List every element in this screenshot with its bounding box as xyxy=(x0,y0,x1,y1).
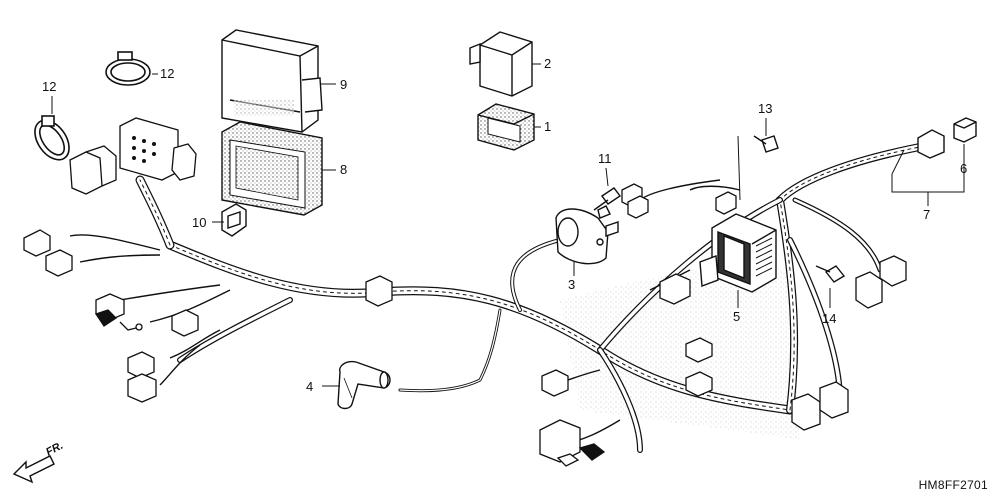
callout-12-upper: 12 xyxy=(160,66,175,81)
callout-2: 2 xyxy=(544,56,552,71)
ring-terminal-leads xyxy=(119,321,580,467)
ecm-unit xyxy=(221,29,323,133)
callout-8: 8 xyxy=(340,162,348,177)
callout-13: 13 xyxy=(758,101,773,116)
callout-3: 3 xyxy=(568,277,576,292)
band-clamp-b xyxy=(34,115,70,161)
bolt-11 xyxy=(593,187,622,211)
relay xyxy=(469,31,533,97)
regulator-rectifier xyxy=(699,213,777,293)
callout-6: 6 xyxy=(960,161,968,176)
bolt-13 xyxy=(753,135,779,153)
ecm-cover xyxy=(221,121,323,216)
callout-4: 4 xyxy=(306,379,314,394)
starter-relay xyxy=(555,205,619,265)
spark-plug-cap xyxy=(337,360,391,410)
callout-10: 10 xyxy=(192,215,207,230)
band-clamp-a xyxy=(105,51,151,86)
relay-mount xyxy=(477,103,535,151)
callout-1: 1 xyxy=(544,119,552,134)
connector-6 xyxy=(917,117,977,159)
diagram-code: HM8FF2701 xyxy=(918,478,988,492)
front-direction-arrow xyxy=(12,455,55,484)
callout-5: 5 xyxy=(733,309,741,324)
harness-clip xyxy=(221,203,247,237)
callout-12-left: 12 xyxy=(42,79,57,94)
harness-connectors xyxy=(23,117,907,463)
callout-14: 14 xyxy=(822,311,837,326)
callout-7: 7 xyxy=(923,207,931,222)
frame-shadow-area xyxy=(560,267,800,440)
callout-9: 9 xyxy=(340,77,348,92)
leader-lines xyxy=(51,63,965,387)
bolt-14 xyxy=(815,265,846,283)
callout-11: 11 xyxy=(598,151,612,166)
